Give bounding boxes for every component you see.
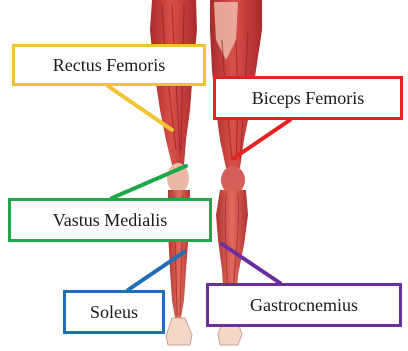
gastrocnemius-label: Gastrocnemius	[206, 283, 402, 327]
rectus-femoris-label: Rectus Femoris	[12, 44, 206, 86]
front-foot	[166, 318, 192, 345]
biceps-femoris-label: Biceps Femoris	[213, 76, 403, 120]
back-knee	[221, 166, 245, 194]
soleus-label: Soleus	[63, 290, 165, 334]
vastus-medialis-label: Vastus Medialis	[8, 198, 212, 242]
